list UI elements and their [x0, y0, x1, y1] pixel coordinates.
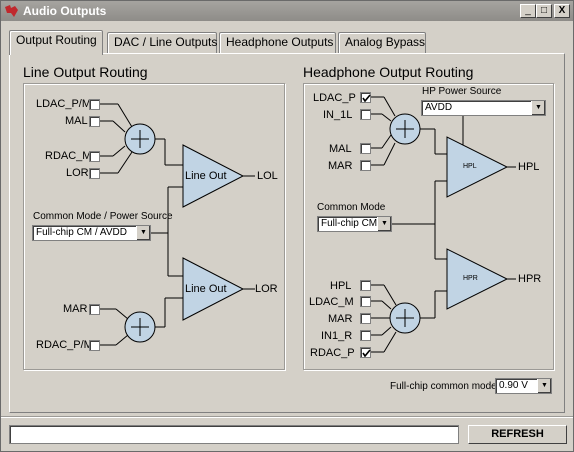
hp-power-source-select[interactable]: AVDD ▼	[421, 100, 546, 116]
refresh-button[interactable]: REFRESH	[468, 425, 567, 444]
title-bar[interactable]: Audio Outputs _ □ X	[1, 1, 573, 21]
line-output-routing-group	[23, 83, 285, 370]
headphone-output-routing-group	[303, 83, 554, 370]
lol-input-label: MAL	[65, 115, 88, 127]
lor-amp-label: Line Out	[185, 283, 227, 295]
lol-output-label: LOL	[257, 170, 278, 182]
hpl-input-label: MAL	[329, 143, 352, 155]
hpl-amp-label: HPL	[463, 163, 477, 170]
full-chip-common-mode-label: Full-chip common mode:	[390, 381, 500, 392]
lor-input-label: RDAC_P/M	[36, 339, 93, 351]
chevron-down-icon: ▼	[136, 226, 150, 240]
lor-mar-checkbox[interactable]	[89, 304, 100, 315]
hpr-input-label: LDAC_M	[309, 296, 354, 308]
lol-input-label: RDAC_M	[45, 150, 92, 162]
mixer-group	[124, 113, 421, 343]
checkmark-icon	[362, 94, 371, 103]
hpr-input-label: HPL	[330, 280, 352, 292]
lol-amp-label: Line Out	[185, 170, 227, 182]
lol-mal-checkbox[interactable]	[89, 116, 100, 127]
hpr-input-label: MAR	[328, 313, 353, 325]
lor-output-label: LOR	[255, 283, 278, 295]
hpl-input-label: IN_1L	[323, 109, 353, 121]
hpr-rdac-p-checkbox[interactable]	[360, 347, 371, 358]
lol-lor-checkbox[interactable]	[89, 168, 100, 179]
headphone-output-routing-title: Headphone Output Routing	[303, 64, 474, 80]
lol-rdac-m-checkbox[interactable]	[89, 151, 100, 162]
routing-diagram	[100, 96, 516, 353]
minimize-button[interactable]: _	[520, 4, 536, 18]
hpl-mal-checkbox[interactable]	[360, 143, 371, 154]
hpr-amplifier-icon	[446, 248, 509, 310]
close-icon: X	[558, 5, 566, 16]
window-title: Audio Outputs	[23, 4, 107, 18]
tab-output-routing[interactable]: Output Routing	[9, 30, 103, 55]
line-common-mode-value: Full-chip CM / AVDD	[36, 227, 127, 238]
lor-amplifier-icon	[182, 257, 245, 321]
tab-dac-line-outputs[interactable]: DAC / Line Outputs	[107, 32, 217, 53]
hpr-in1-r-checkbox[interactable]	[360, 330, 371, 341]
ti-logo-icon	[5, 5, 18, 17]
close-button[interactable]: X	[554, 4, 570, 18]
hpl-input-label: MAR	[328, 160, 353, 172]
hpl-input-label: LDAC_P	[313, 92, 356, 104]
lor-rdac-pm-checkbox[interactable]	[89, 340, 100, 351]
tab-panel-output-routing: Line Output Routing Headphone Output Rou…	[9, 53, 565, 413]
lor-input-label: MAR	[63, 303, 88, 315]
maximize-icon: □	[540, 5, 548, 16]
chevron-down-icon: ▼	[377, 217, 391, 231]
hp-common-mode-label: Common Mode	[317, 202, 386, 213]
status-field[interactable]	[9, 425, 459, 444]
hpl-ldac-p-checkbox[interactable]	[360, 92, 371, 103]
lol-ldac-pm-checkbox[interactable]	[89, 99, 100, 110]
hpr-ldac-m-checkbox[interactable]	[360, 296, 371, 307]
maximize-button[interactable]: □	[536, 4, 552, 18]
hpl-mar-checkbox[interactable]	[360, 160, 371, 171]
checkmark-icon	[362, 349, 371, 358]
hpl-output-label: HPL	[518, 161, 540, 173]
minimize-icon: _	[525, 5, 531, 16]
hpr-amp-label: HPR	[463, 275, 478, 282]
line-output-routing-title: Line Output Routing	[23, 64, 148, 80]
hp-power-source-label: HP Power Source	[422, 86, 502, 97]
hp-power-source-value: AVDD	[425, 102, 453, 113]
hpr-hpl-checkbox[interactable]	[360, 280, 371, 291]
hp-common-mode-value: Full-chip CM	[321, 218, 378, 229]
footer-separator	[1, 416, 573, 418]
hpr-input-label: RDAC_P	[310, 347, 355, 359]
hpl-in-1l-checkbox[interactable]	[360, 109, 371, 120]
lol-input-label: LOR	[66, 167, 89, 179]
lol-input-label: LDAC_P/M	[36, 98, 92, 110]
hpr-input-label: IN1_R	[321, 330, 353, 342]
chevron-down-icon: ▼	[531, 101, 545, 115]
full-chip-common-mode-select[interactable]: 0.90 V ▼	[495, 378, 552, 394]
chevron-down-icon: ▼	[537, 379, 551, 393]
hp-common-mode-select[interactable]: Full-chip CM ▼	[317, 216, 392, 232]
hpl-amplifier-icon	[446, 136, 509, 198]
tab-headphone-outputs[interactable]: Headphone Outputs	[219, 32, 336, 53]
hpr-output-label: HPR	[518, 273, 542, 285]
full-chip-common-mode-value: 0.90 V	[499, 380, 528, 391]
tab-analog-bypass[interactable]: Analog Bypass	[338, 32, 426, 53]
lol-amplifier-icon	[182, 144, 245, 208]
hpr-mar-checkbox[interactable]	[360, 313, 371, 324]
line-common-mode-select[interactable]: Full-chip CM / AVDD ▼	[32, 225, 151, 241]
line-common-mode-label: Common Mode / Power Source	[33, 211, 173, 222]
